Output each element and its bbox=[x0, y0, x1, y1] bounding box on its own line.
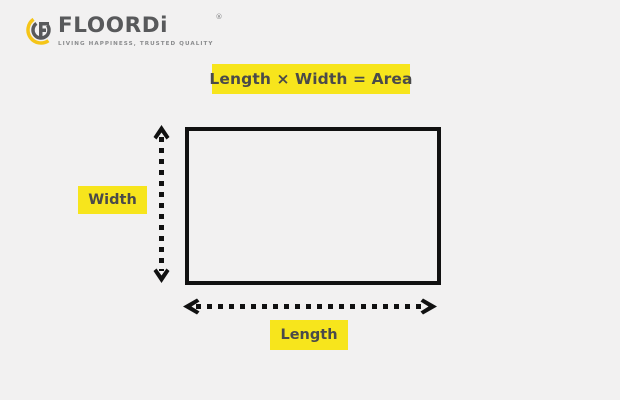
length-label: Length bbox=[270, 320, 348, 350]
formula-title: Length × Width = Area bbox=[209, 64, 412, 94]
registered-trademark-icon: ® bbox=[215, 13, 223, 21]
width-label: Width bbox=[78, 186, 147, 214]
floordi-logo: FLOORDi ® LIVING HAPPINESS, TRUSTED QUAL… bbox=[26, 14, 223, 56]
width-dimension-arrow bbox=[153, 125, 170, 283]
area-rectangle bbox=[185, 127, 441, 285]
floordi-circular-f-mark-icon bbox=[26, 17, 51, 45]
logo-text-block: FLOORDi ® LIVING HAPPINESS, TRUSTED QUAL… bbox=[58, 13, 223, 47]
length-dimension-arrow bbox=[183, 298, 437, 315]
logo-wordmark: FLOORDi bbox=[58, 13, 169, 38]
logo-tagline: LIVING HAPPINESS, TRUSTED QUALITY bbox=[58, 40, 214, 47]
